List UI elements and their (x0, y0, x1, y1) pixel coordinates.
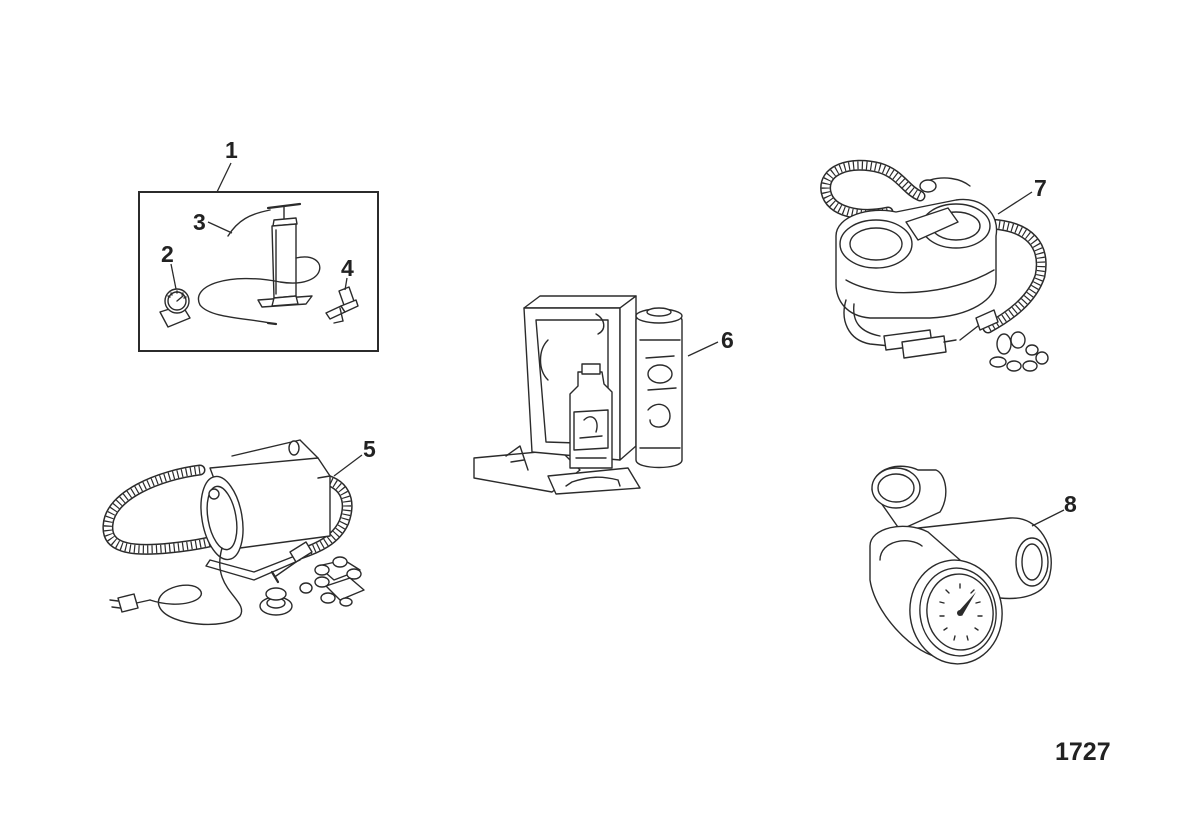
callout-5-leader (333, 454, 363, 477)
figure-number: 1727 (1055, 738, 1111, 766)
callout-6-label: 6 (721, 327, 734, 353)
repair-kit-icon (473, 295, 683, 495)
pressure-gauge-icon (159, 288, 191, 328)
hand-pump-icon (197, 202, 321, 326)
callout-7-leader (997, 191, 1033, 215)
12v-air-pump-icon (820, 159, 1049, 372)
callout-2-label: 2 (161, 241, 174, 267)
callout-7-label: 7 (1034, 175, 1047, 201)
valve-adapter-icon (325, 286, 359, 324)
callout-4-leader (344, 277, 348, 291)
callout-6-leader (687, 341, 719, 357)
gauge-adapter-icon (869, 465, 1052, 665)
callout-4-label: 4 (341, 255, 354, 281)
callout-1-leader (216, 162, 232, 193)
callout-5-label: 5 (363, 436, 376, 462)
callout-3-label: 3 (193, 209, 206, 235)
callout-2-leader (170, 263, 177, 290)
callout-1-label: 1 (225, 137, 238, 163)
callout-8-label: 8 (1064, 491, 1077, 517)
hand-pump-kit-icon (138, 191, 379, 352)
adapter-cluster (299, 556, 365, 607)
callout-8-leader (1031, 509, 1065, 527)
callout-3-leader (207, 221, 233, 234)
electric-blower-icon (102, 439, 365, 626)
